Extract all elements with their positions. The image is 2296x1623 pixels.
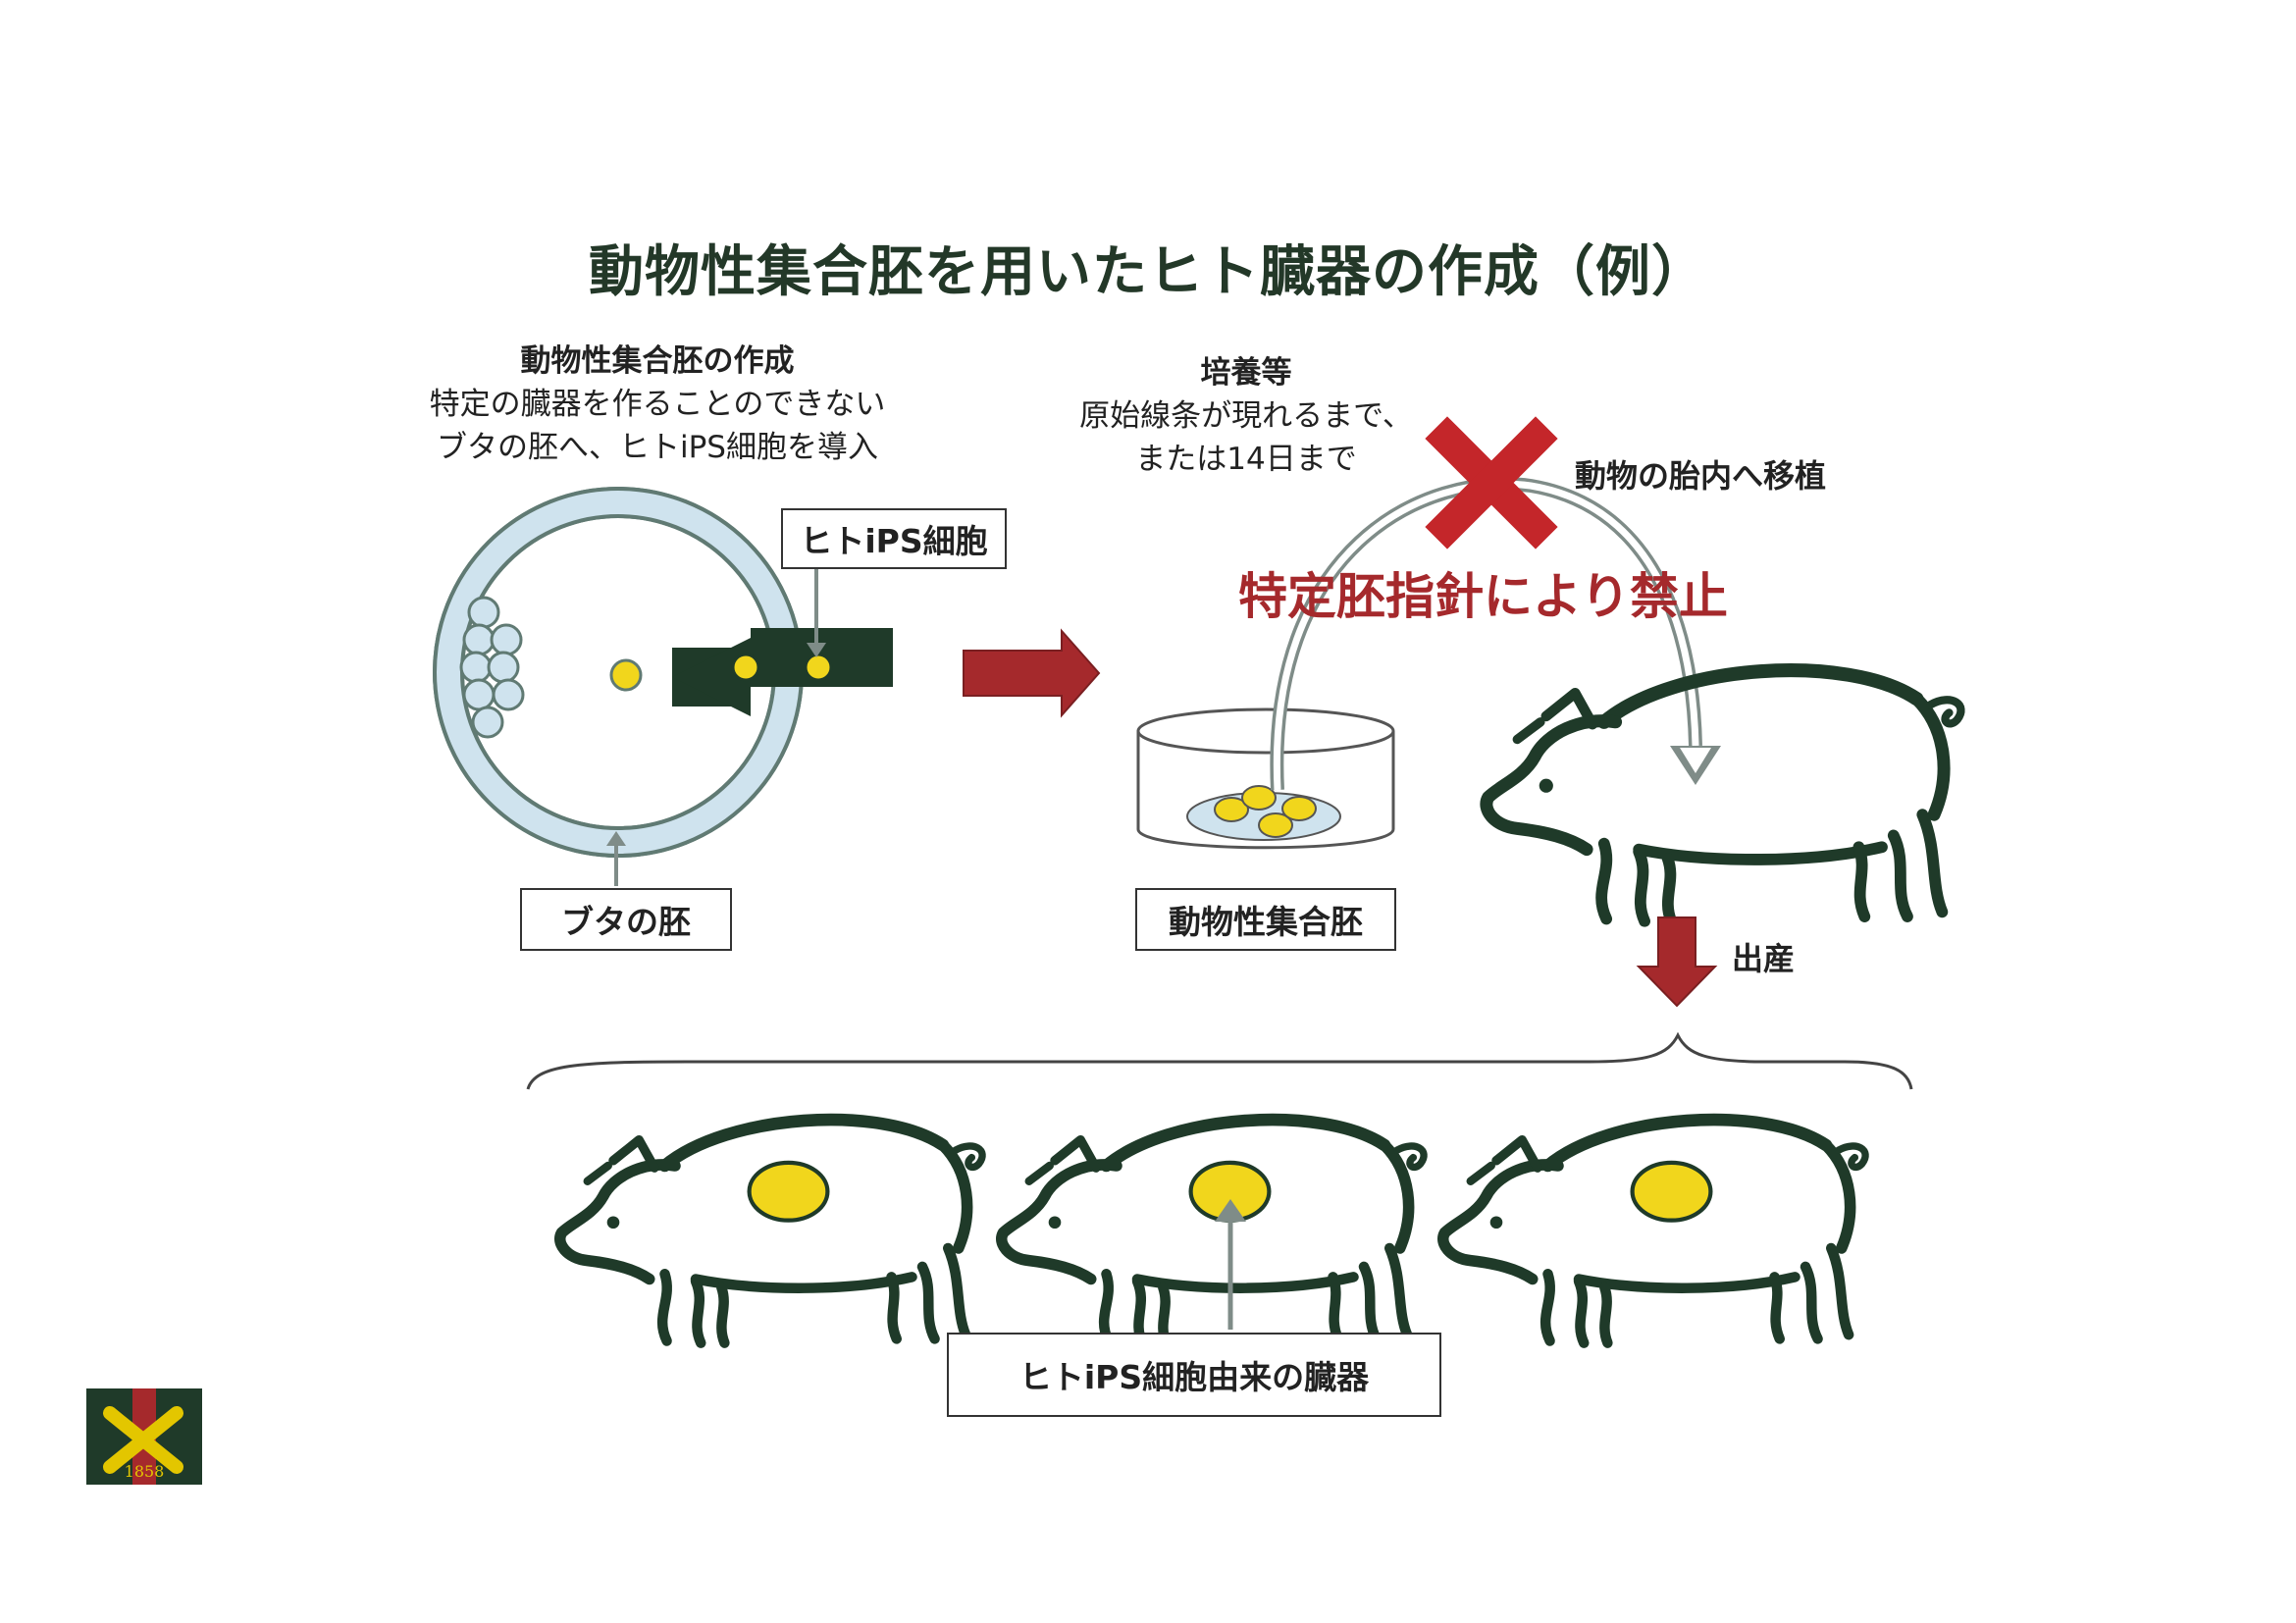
prohibited-label: 特定胚指針により禁止 <box>1238 568 1728 625</box>
university-logo <box>86 1388 202 1485</box>
step1-line2: ブタの胚へ、ヒトiPS細胞を導入 <box>437 430 878 465</box>
pig-embryo-illustration <box>433 487 804 858</box>
pig-embryo-label-box: ブタの胚 <box>520 888 732 951</box>
injected-cell <box>609 658 643 692</box>
pig-3-illustration <box>1443 1120 1865 1343</box>
chimera-embryo-label-box: 動物性集合胚 <box>1135 888 1396 951</box>
logo-year: 1858 <box>124 1462 165 1481</box>
host-pig-illustration <box>1487 670 1961 921</box>
pig-1-illustration <box>560 1120 982 1343</box>
ips-cell-label: ヒトiPS細胞 <box>800 522 988 560</box>
page-title: 動物性集合胚を用いたヒト臓器の作成（例） <box>589 240 1707 304</box>
brace <box>526 1031 1913 1090</box>
step2-heading: 培養等 <box>1200 355 1292 391</box>
transplant-label: 動物の胎内へ移植 <box>1575 457 1827 495</box>
prohibited-x-icon <box>1425 416 1558 550</box>
step1-description: 動物性集合胚の作成 特定の臓器を作ることのできない ブタの胚へ、ヒトiPS細胞を… <box>373 340 942 469</box>
inner-cell-mass <box>459 596 525 739</box>
step2-line2: または14日まで <box>1135 442 1357 477</box>
process-arrow <box>963 628 1101 718</box>
culture-dish-illustration <box>1136 707 1395 850</box>
pig-embryo-label: ブタの胚 <box>561 903 691 941</box>
step1-heading: 動物性集合胚の作成 <box>520 343 795 379</box>
step1-line1: 特定の臓器を作ることのできない <box>429 387 886 422</box>
derived-organ-label: ヒトiPS細胞由来の臓器 <box>1018 1358 1370 1396</box>
step2-line1: 原始線条が現れるまで、 <box>1079 398 1413 434</box>
pig-2-illustration <box>1002 1120 1424 1343</box>
chimera-embryo-label: 動物性集合胚 <box>1169 903 1363 941</box>
birth-arrow <box>1636 916 1718 1008</box>
derived-organ-label-box: ヒトiPS細胞由来の臓器 <box>947 1333 1441 1417</box>
injection-arrow <box>672 628 893 716</box>
step2-description: 培養等 原始線条が現れるまで、 または14日まで <box>1040 351 1452 481</box>
birth-label: 出産 <box>1732 940 1796 977</box>
ips-cell-label-box: ヒトiPS細胞 <box>781 508 1007 569</box>
